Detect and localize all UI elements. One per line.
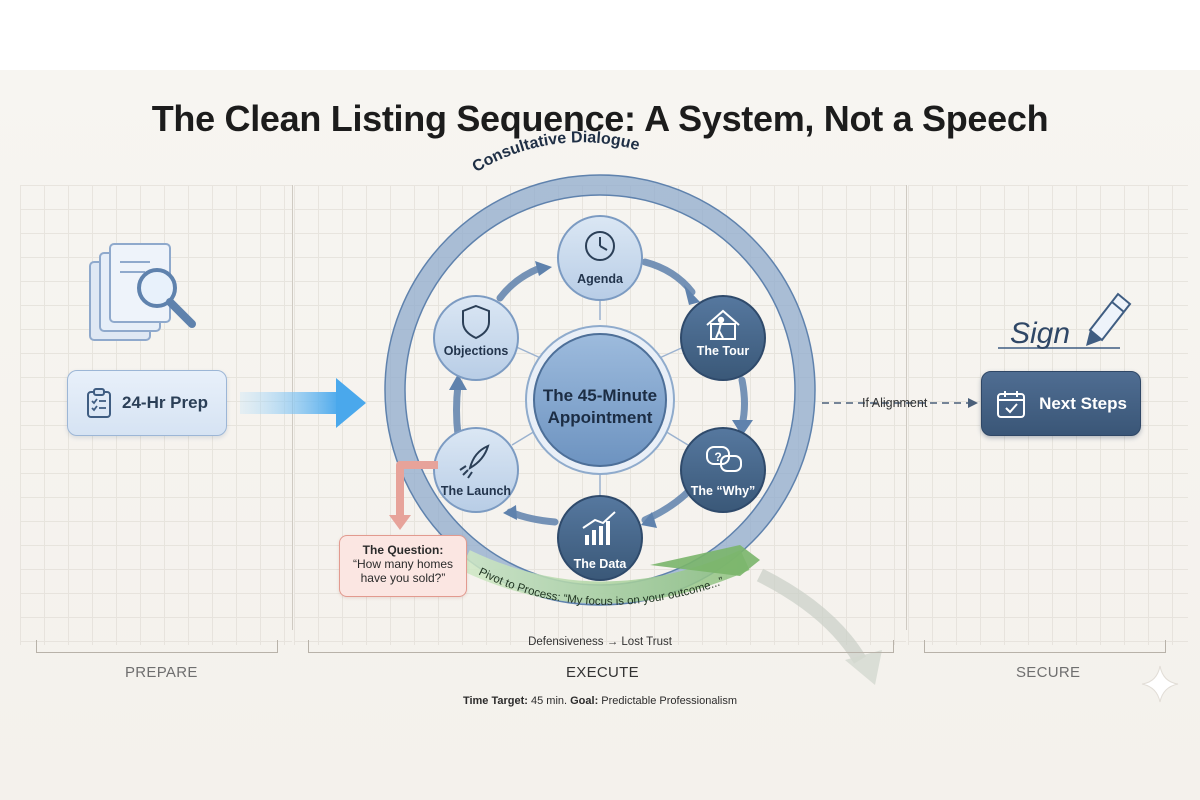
fountain-pen-icon: [1086, 292, 1132, 346]
execute-bracket: [308, 640, 894, 653]
divider-right: [906, 185, 907, 630]
footer: Time Target: 45 min. Goal: Predictable P…: [0, 695, 1200, 707]
question-box: The Question: “How many homes have you s…: [339, 535, 467, 597]
step-why[interactable]: ? The “Why”: [680, 427, 766, 513]
step-data-label: The Data: [574, 557, 628, 571]
secure-bracket: [924, 640, 1166, 653]
center-node: [533, 333, 667, 467]
step-data[interactable]: The Data: [557, 495, 643, 581]
question-title: The Question:: [362, 543, 444, 557]
phase-secure: SECURE: [1016, 664, 1081, 681]
center-title-line1: The 45-Minute: [543, 386, 657, 405]
footer-time-value: 45 min.: [527, 695, 571, 707]
documents-magnifier-icon: [89, 243, 196, 341]
svg-text:?: ?: [714, 450, 721, 464]
step-launch[interactable]: The Launch: [433, 427, 519, 513]
phase-prepare: PREPARE: [125, 664, 198, 681]
pivot-arrowhead: [650, 545, 760, 576]
alignment-label: If Alignment: [862, 396, 928, 410]
footer-goal-label: Goal:: [570, 695, 599, 707]
house-walker-icon: [706, 309, 740, 340]
alignment-arrowhead: [968, 398, 978, 408]
step-why-label: The “Why”: [691, 484, 756, 498]
sparkle-icon: [1141, 665, 1179, 703]
step-launch-label: The Launch: [441, 484, 511, 498]
question-line2: have you sold?”: [360, 571, 446, 585]
prepare-bracket: [36, 640, 278, 653]
question-arrowhead: [389, 515, 411, 530]
calendar-check-icon: [997, 390, 1026, 418]
signature-text: Sign: [1010, 317, 1070, 350]
step-objections[interactable]: Objections: [433, 295, 519, 381]
prep-to-execute-arrow: [240, 378, 366, 428]
page-title: The Clean Listing Sequence: A System, No…: [151, 98, 1049, 139]
next-steps-label: Next Steps: [1039, 393, 1127, 413]
step-objections-label: Objections: [444, 344, 509, 358]
prep-step-label: 24-Hr Prep: [122, 393, 208, 412]
clipboard-checklist-icon: [87, 388, 111, 418]
shield-icon: [462, 304, 490, 340]
bar-chart-up-icon: [582, 511, 616, 545]
step-tour-label: The Tour: [697, 344, 750, 358]
center-title-line2: Appointment: [548, 408, 653, 427]
clock-icon: [585, 231, 615, 261]
phase-execute: EXECUTE: [566, 664, 639, 681]
step-agenda-label: Agenda: [577, 272, 624, 286]
rocket-icon: [459, 444, 490, 479]
prep-step-box[interactable]: 24-Hr Prep: [67, 370, 227, 436]
pivot-arrow-band: [460, 549, 750, 604]
step-tour[interactable]: The Tour: [680, 295, 766, 381]
defensiveness-label: Defensiveness → Lost Trust: [528, 636, 672, 648]
outer-ring-label: Consultative Dialogue: [470, 129, 642, 176]
outer-ring-edge: [384, 174, 816, 606]
lost-trust-arrow: [756, 568, 867, 664]
cycle-arrowheads: [449, 261, 753, 528]
footer-goal-value: Predictable Professionalism: [598, 695, 738, 707]
question-line1: “How many homes: [352, 557, 454, 571]
step-agenda[interactable]: Agenda: [557, 215, 643, 301]
question-arrow: [396, 461, 438, 520]
lost-trust-arrowhead: [845, 650, 882, 685]
speech-bubbles-question-icon: ?: [706, 446, 742, 472]
next-steps-box[interactable]: Next Steps: [981, 371, 1141, 436]
footer-time-label: Time Target:: [462, 695, 528, 707]
